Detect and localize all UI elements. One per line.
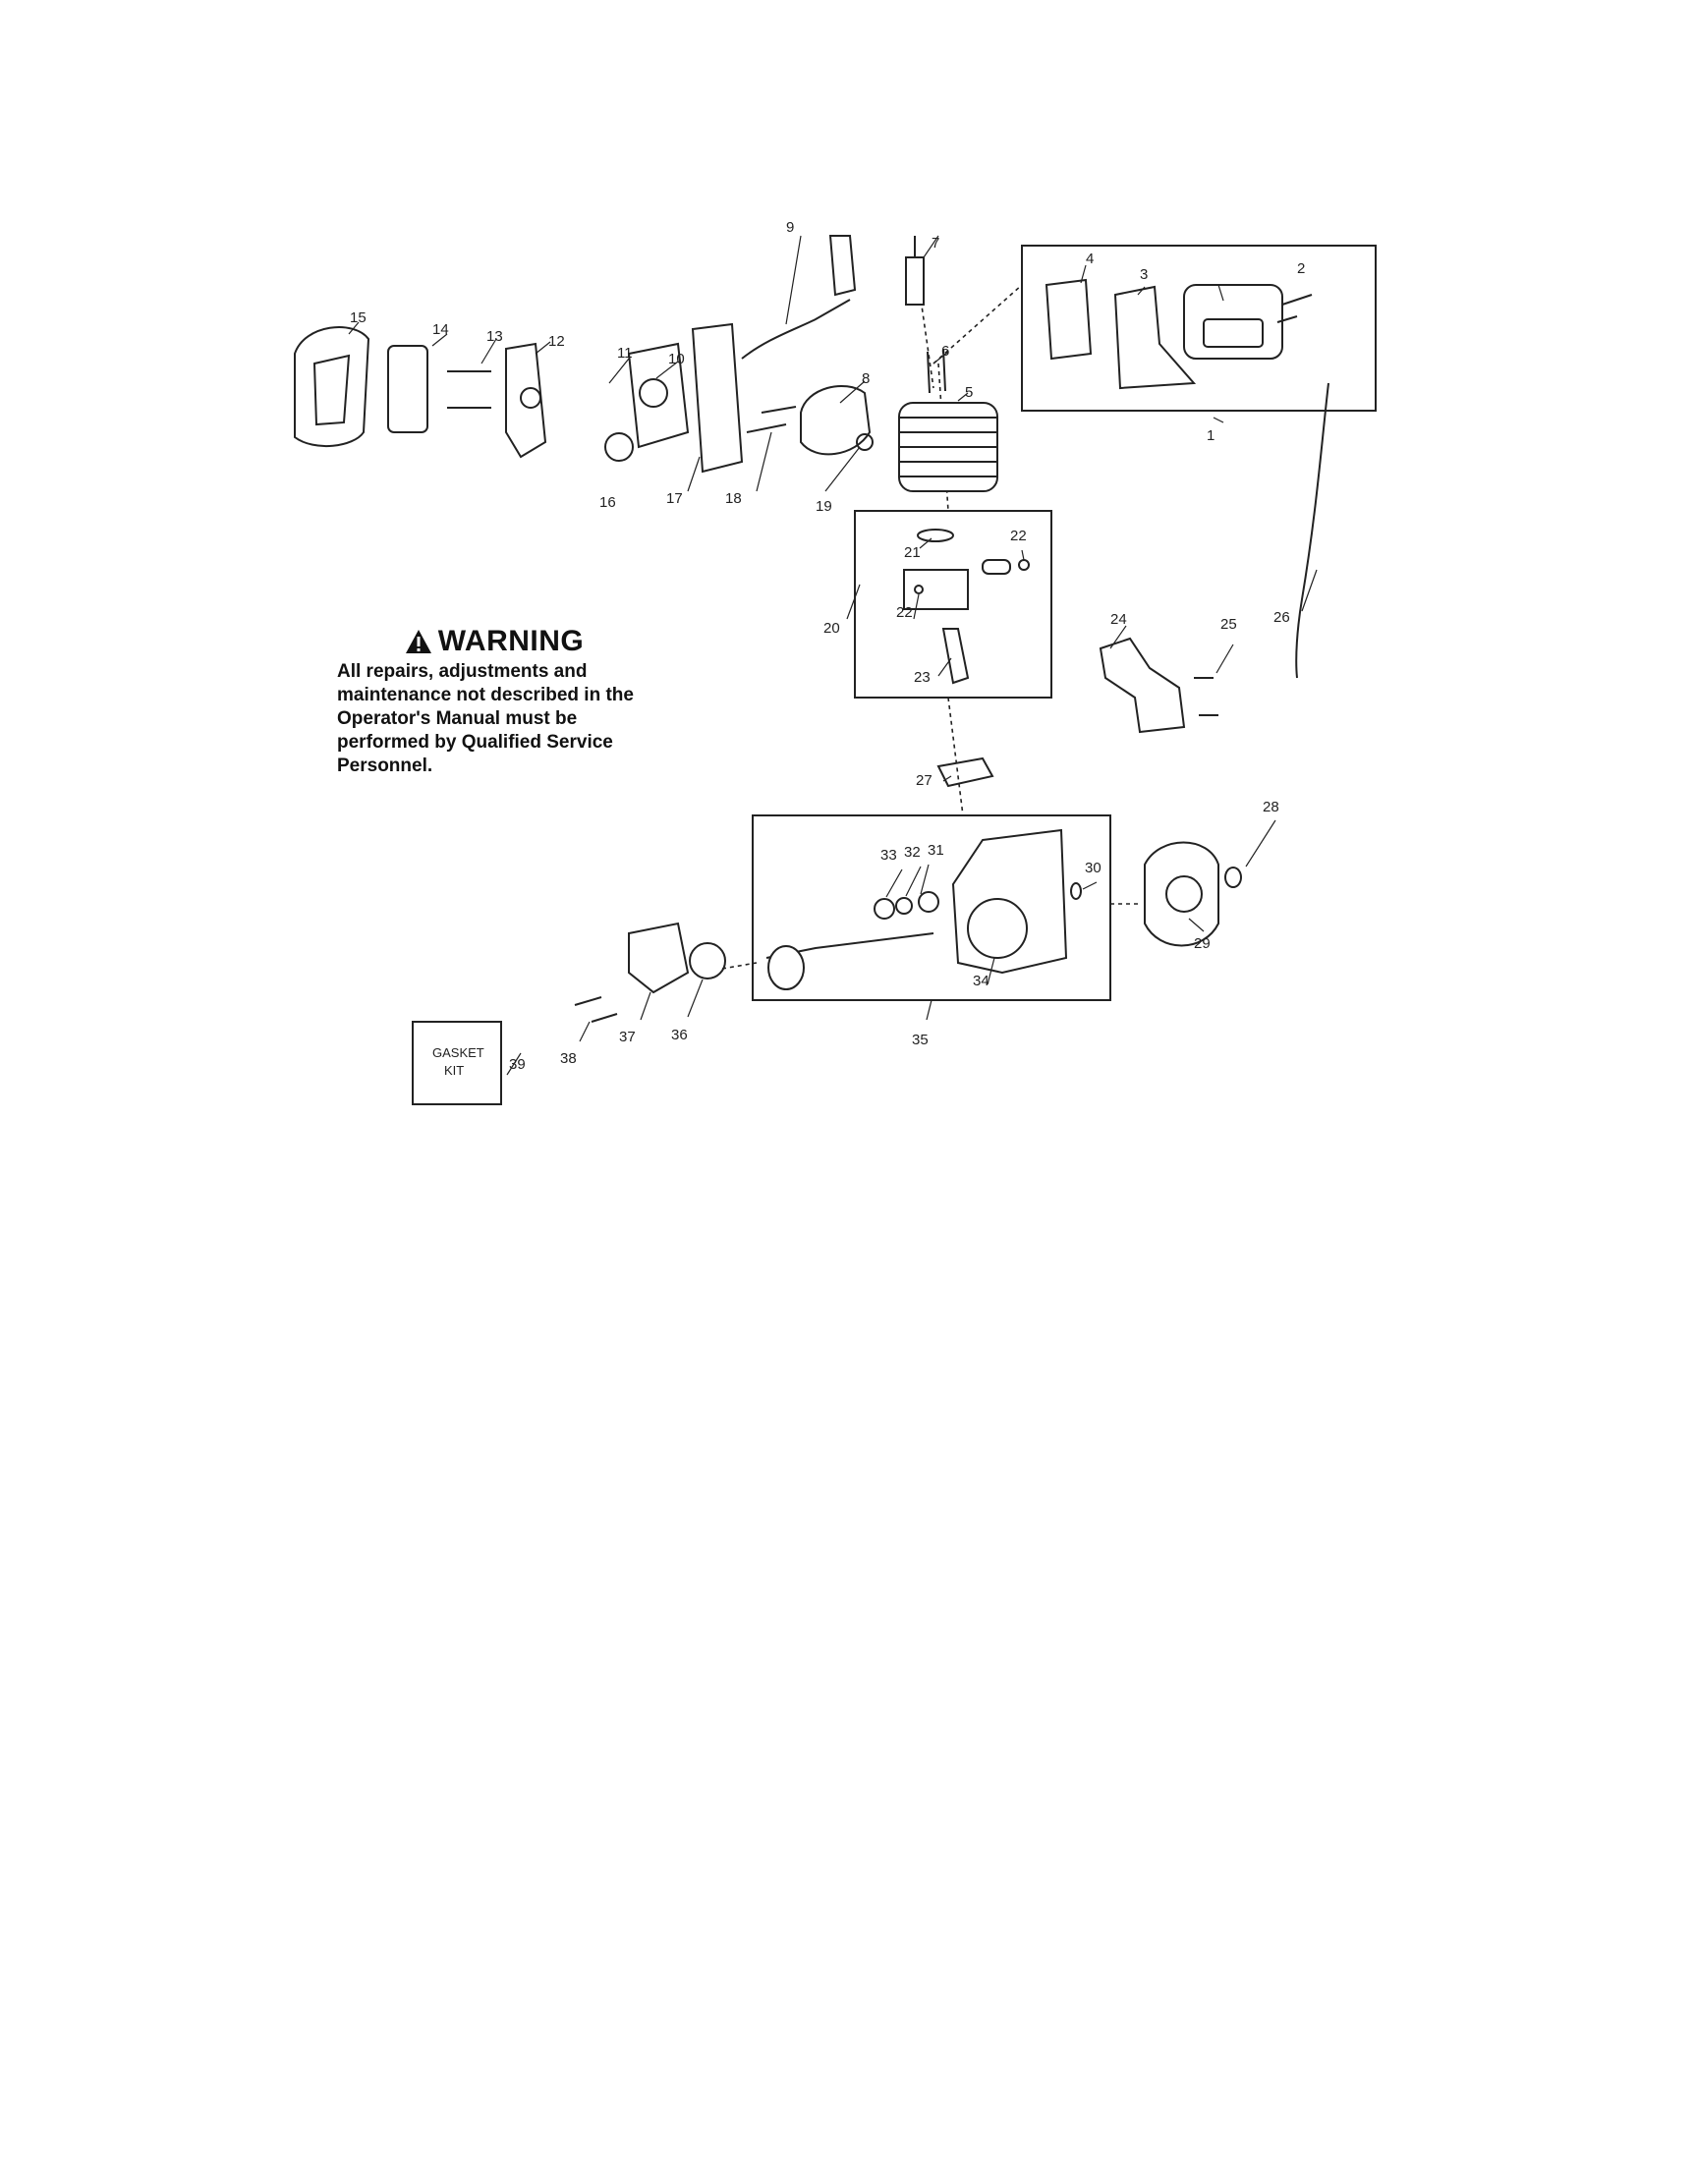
crankcase-gasket-part [689, 942, 726, 980]
warning-notice: WARNING All repairs, adjustments and mai… [337, 625, 671, 778]
part-label-37: 37 [619, 1029, 636, 1045]
cylinder-part [898, 402, 998, 492]
muffler-assembly-box [1021, 245, 1377, 412]
part-label-32: 32 [904, 844, 921, 861]
part-label-31: 31 [928, 842, 944, 859]
air-filter-cover-part [294, 326, 370, 448]
piston-assembly-box [854, 510, 1052, 699]
ignition-coil-part [1099, 637, 1186, 734]
part-label-17: 17 [666, 490, 683, 507]
part-label-1: 1 [1207, 427, 1215, 444]
cylinder-gasket-part [936, 756, 994, 788]
gasket-kit-number: 39 [509, 1056, 526, 1073]
piston-part [903, 569, 969, 610]
part-label-26: 26 [1273, 609, 1290, 626]
part-label-22a: 22 [1010, 528, 1027, 544]
warning-body-text: All repairs, adjustments and maintenance… [337, 661, 634, 776]
part-label-30: 30 [1085, 860, 1102, 876]
carburetor-gasket-part [691, 322, 744, 474]
part-label-35: 35 [912, 1032, 929, 1048]
part-label-13: 13 [486, 328, 503, 345]
intake-manifold-part [800, 384, 872, 456]
part-label-8: 8 [862, 370, 870, 387]
spark-plug-wire-part [1295, 382, 1329, 679]
part-label-25: 25 [1220, 616, 1237, 633]
part-label-24: 24 [1110, 611, 1127, 628]
part-label-38: 38 [560, 1050, 577, 1067]
part-label-34: 34 [973, 973, 989, 989]
gasket-kit-line2: KIT [444, 1063, 464, 1078]
gasket-kit-line1: GASKET [432, 1045, 484, 1060]
part-label-2: 2 [1297, 260, 1305, 277]
part-label-21: 21 [904, 544, 921, 561]
part-label-16: 16 [599, 494, 616, 511]
part-label-28: 28 [1263, 799, 1279, 815]
part-label-7: 7 [932, 235, 939, 252]
part-label-18: 18 [725, 490, 742, 507]
part-label-10: 10 [668, 351, 685, 367]
part-label-23: 23 [914, 669, 931, 686]
part-label-20: 20 [823, 620, 840, 637]
part-label-19: 19 [816, 498, 832, 515]
part-label-27: 27 [916, 772, 932, 789]
flywheel-part [1144, 841, 1219, 947]
part-label-14: 14 [432, 321, 449, 338]
part-label-11: 11 [617, 345, 633, 362]
part-label-6: 6 [941, 343, 949, 360]
muffler-plate-part [1045, 278, 1093, 361]
warning-triangle-icon [405, 630, 431, 653]
part-label-3: 3 [1140, 266, 1148, 283]
part-label-5: 5 [965, 384, 973, 401]
part-label-29: 29 [1194, 935, 1211, 952]
part-label-33: 33 [880, 847, 897, 864]
part-label-9: 9 [786, 219, 794, 236]
part-label-4: 4 [1086, 251, 1094, 267]
part-label-15: 15 [350, 309, 367, 326]
warning-title-row: WARNING [317, 625, 671, 658]
part-label-36: 36 [671, 1027, 688, 1043]
crankcase-cover-part [628, 922, 690, 994]
gasket-kit-box [412, 1021, 502, 1105]
throttle-wire-part [741, 299, 851, 360]
warning-title: WARNING [437, 625, 585, 657]
spark-plug-part [905, 256, 925, 306]
connecting-rod-part [941, 628, 970, 685]
muffler-shield-part [1113, 285, 1197, 390]
part-label-12: 12 [548, 333, 565, 350]
air-filter-part [387, 345, 428, 433]
part-label-22b: 22 [896, 604, 913, 621]
